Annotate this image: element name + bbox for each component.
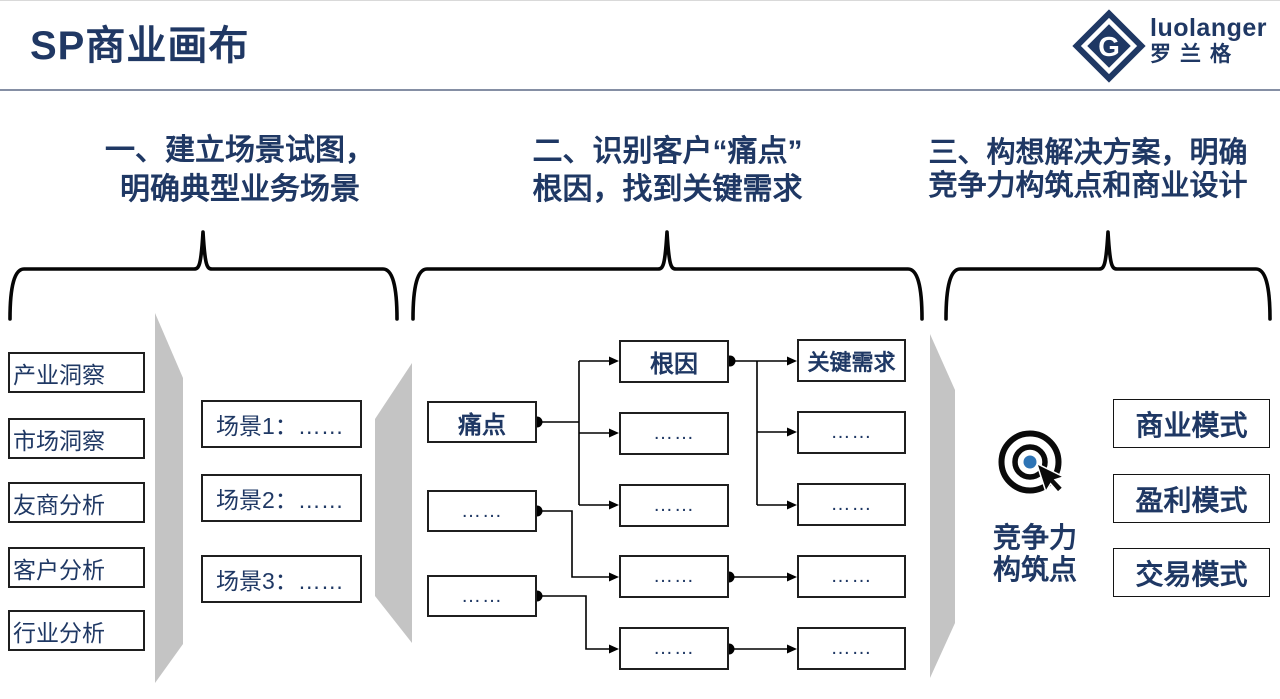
box-label: …… [461,584,503,607]
scenario-box-2: 场景2：…… [201,474,362,522]
funnel-shapes [155,313,955,683]
root-cause-placeholder-box: …… [619,555,729,598]
insight-box-customer-analysis: 客户分析 [8,547,145,588]
svg-text:G: G [1098,31,1120,62]
section-2-heading-line2: 根因，找到关键需求 [532,173,803,206]
box-label: 友商分析 [13,491,105,518]
brace-section-2 [411,230,924,321]
model-box-profit-model: 盈利模式 [1113,474,1270,523]
box-label: …… [461,499,503,522]
section-3-heading: 三、构想解决方案，明确 竞争力构筑点和商业设计 [896,137,1280,203]
competitiveness-label-line2: 构筑点 [992,554,1077,585]
key-need-placeholder-box: …… [797,411,906,454]
box-label: 根因 [650,351,698,378]
brace-section-1 [8,230,399,321]
funnel-shape-right [930,334,955,678]
brand-diamond-icon: G [1072,9,1146,83]
section-1-heading-line2: 明确典型业务场景 [120,173,360,206]
root-cause-placeholder-box: …… [619,412,729,455]
key-need-placeholder-box: …… [797,555,906,598]
box-label: …… [653,565,695,587]
box-label: 市场洞察 [13,427,105,454]
pain-point-placeholder-box: …… [427,490,537,532]
connector-lines [537,360,789,650]
insight-box-market-insight: 市场洞察 [8,418,145,459]
section-braces [8,230,1272,321]
brace-section-3 [944,230,1272,321]
box-label: 关键需求 [807,349,896,375]
box-label: 商业模式 [1135,409,1248,441]
funnel-shape-left [155,313,183,683]
section-2-heading: 二、识别客户“痛点” 根因，找到关键需求 [495,133,840,209]
section-1-heading: 一、建立场景试图， 明确典型业务场景 [75,131,405,209]
box-label: …… [653,422,695,444]
root-cause-placeholder-box: …… [619,627,729,670]
insight-box-industry-analysis: 行业分析 [8,610,145,651]
section-3-heading-line2: 竞争力构筑点和商业设计 [928,170,1248,202]
pain-point-box: 痛点 [427,401,537,443]
box-label: 盈利模式 [1135,484,1248,516]
box-label: 产业洞察 [13,361,105,388]
brand-name: luolanger [1150,14,1268,42]
box-label: 场景1：…… [216,413,344,439]
title-divider [0,89,1280,91]
box-label: 痛点 [458,411,506,439]
box-label: …… [830,637,873,659]
model-box-transaction-model: 交易模式 [1113,548,1270,597]
section-2-heading-line1: 二、识别客户“痛点” [532,135,803,168]
box-label: …… [830,421,873,443]
insight-box-industry-insight: 产业洞察 [8,352,145,393]
box-label: …… [653,637,695,659]
scenario-box-1: 场景1：…… [201,400,362,448]
box-label: 场景2：…… [216,487,344,513]
section-1-heading-line1: 一、建立场景试图， [105,134,375,167]
box-label: …… [830,493,873,515]
box-label: 客户分析 [13,556,105,583]
scenario-box-3: 场景3：…… [201,555,362,603]
key-need-placeholder-box: …… [797,483,906,526]
competitiveness-label-line1: 竞争力 [992,522,1077,553]
brand-name-cn: 罗兰格 [1150,43,1240,66]
box-label: …… [653,494,695,516]
target-cursor-icon [998,430,1064,494]
funnel-shape-middle [375,363,412,643]
box-label: 场景3：…… [216,568,344,594]
key-need-placeholder-box: …… [797,627,906,670]
box-label: 交易模式 [1135,558,1248,590]
brand-lockup: luolanger 罗兰格 [1150,14,1268,66]
page-title: SP商业画布 [30,24,250,68]
box-label: …… [830,565,873,587]
root-cause-placeholder-box: …… [619,484,729,527]
root-cause-box: 根因 [619,340,729,383]
key-need-box: 关键需求 [797,339,906,382]
section-3-heading-line1: 三、构想解决方案，明确 [928,137,1248,169]
competitiveness-label: 竞争力 构筑点 [958,522,1112,586]
insight-box-competitor-analysis: 友商分析 [8,482,145,523]
pain-point-placeholder-box: …… [427,575,537,617]
box-label: 行业分析 [13,619,105,646]
connector-arrowheads [609,356,797,654]
model-box-business-model: 商业模式 [1113,399,1270,448]
